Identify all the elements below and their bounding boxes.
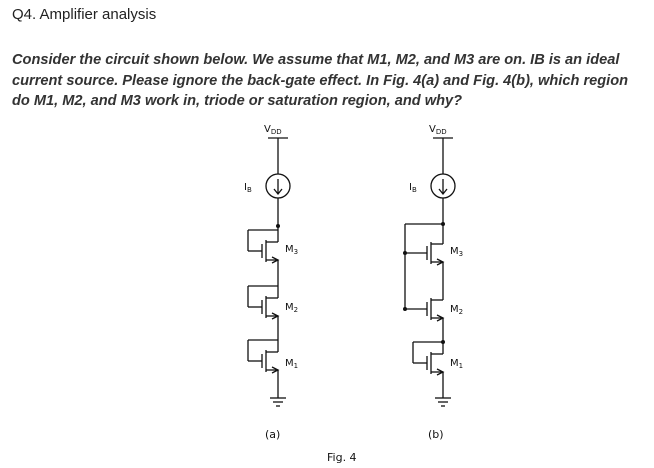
- transistor-m2-b: M2: [403, 284, 463, 338]
- transistor-m3-b: M3: [403, 224, 463, 284]
- transistor-m1-b: M1: [412, 338, 463, 398]
- circuit-label-a: (a): [265, 428, 280, 441]
- transistor-m3-a: M3: [247, 226, 298, 282]
- transistor-m1-a: M1: [247, 336, 298, 398]
- circuit-label-b: (b): [428, 428, 444, 441]
- ib-label-a: IB: [244, 182, 252, 194]
- m1-label-b: M1: [450, 358, 463, 370]
- m3-label-b: M3: [450, 246, 463, 258]
- ground-symbol-b: [435, 397, 451, 407]
- m1-label-a: M1: [285, 358, 298, 370]
- ground-symbol-a: [270, 397, 286, 407]
- question-title: Q4. Amplifier analysis: [12, 6, 157, 23]
- m3-label-a: M3: [285, 244, 298, 256]
- figure-caption: Fig. 4: [327, 451, 357, 464]
- m2-label-a: M2: [285, 302, 298, 314]
- vdd-label-b: VDD: [429, 124, 447, 136]
- circuit-b: VDD IB M3: [403, 124, 463, 441]
- vdd-label-a: VDD: [264, 124, 282, 136]
- question-text: Consider the circuit shown below. We ass…: [12, 52, 629, 109]
- ib-label-b: IB: [409, 182, 417, 194]
- m2-label-b: M2: [450, 304, 463, 316]
- transistor-m2-a: M2: [247, 282, 298, 336]
- circuit-a: VDD IB M3: [244, 124, 298, 441]
